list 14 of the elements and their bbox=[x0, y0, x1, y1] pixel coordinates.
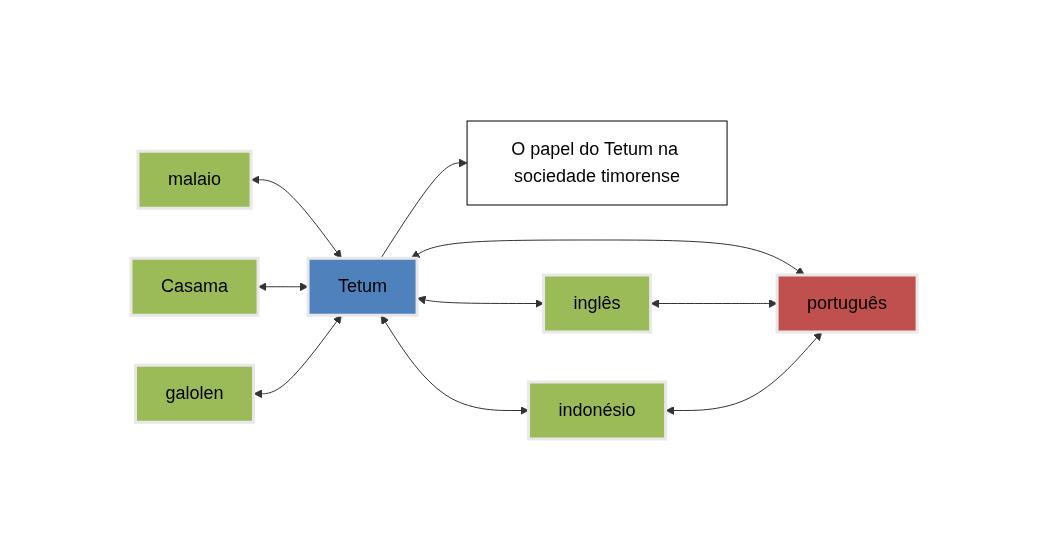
node-box: Tetum bbox=[306, 256, 419, 317]
arrow bbox=[650, 299, 778, 308]
node-box: galolen bbox=[133, 363, 255, 424]
node-box: O papel do Tetum na sociedade timorense bbox=[466, 120, 728, 206]
node-box: malaio bbox=[136, 149, 253, 210]
arrow bbox=[250, 175, 342, 259]
arrow bbox=[410, 239, 805, 276]
node-box: Casama bbox=[129, 256, 260, 317]
arrow bbox=[380, 158, 468, 259]
node-box: inglês bbox=[542, 273, 652, 334]
node-box: português bbox=[775, 273, 919, 334]
arrow bbox=[417, 295, 544, 308]
node-box: indonésio bbox=[526, 380, 668, 441]
arrow bbox=[380, 315, 529, 415]
